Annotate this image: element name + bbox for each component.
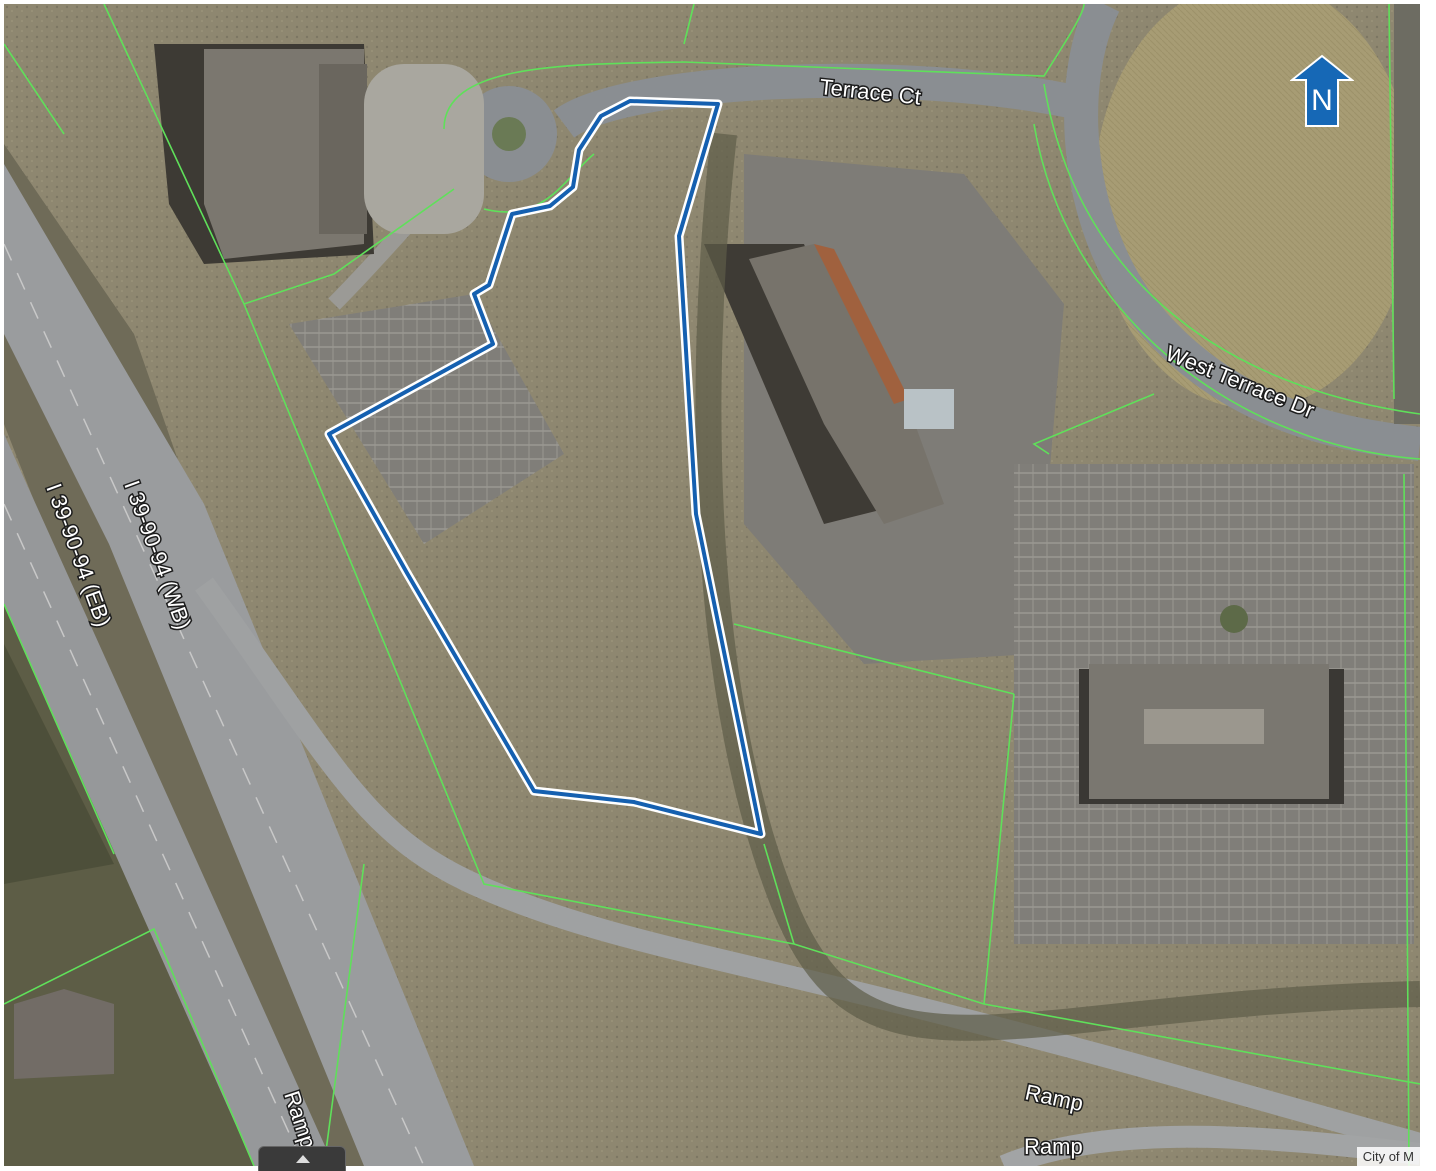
- parcel-lines: [4, 4, 1420, 1166]
- north-arrow: N: [1289, 54, 1355, 128]
- building-nw-wing: [319, 64, 367, 234]
- house-roof-sw: [14, 989, 114, 1079]
- plaza: [364, 64, 484, 234]
- label-ramp-2: Ramp: [1024, 1134, 1083, 1159]
- building-east-entry: [904, 389, 954, 429]
- drainage-swale: [695, 132, 1420, 1041]
- highway-lane-line: [4, 243, 425, 1166]
- north-strip: [1394, 4, 1420, 424]
- selected-parcel-outline[interactable]: [327, 99, 763, 836]
- aerial-map[interactable]: Terrace Ct West Terrace Dr I 39-90-94 (W…: [4, 4, 1420, 1166]
- woods-sw: [4, 644, 114, 884]
- map-attribution: City of M: [1356, 1147, 1420, 1166]
- building-east-roof: [749, 244, 944, 524]
- building-east-accent: [814, 244, 909, 404]
- north-arrow-label: N: [1311, 84, 1333, 117]
- map-frame[interactable]: Terrace Ct West Terrace Dr I 39-90-94 (W…: [4, 4, 1420, 1166]
- ramp-road: [999, 1125, 1420, 1166]
- parking-lot-center: [289, 294, 564, 544]
- ramp-road: [195, 577, 1420, 1155]
- roundabout-se: [1220, 605, 1248, 633]
- chevron-up-icon: [296, 1155, 310, 1163]
- cul-de-sac-island: [492, 117, 526, 151]
- highway-eb: [4, 434, 334, 1166]
- terrace-ct-road: [553, 63, 1088, 139]
- building-se-mech: [1144, 709, 1264, 744]
- highway-lane-line: [4, 503, 305, 1166]
- expand-panel-button[interactable]: [258, 1146, 346, 1171]
